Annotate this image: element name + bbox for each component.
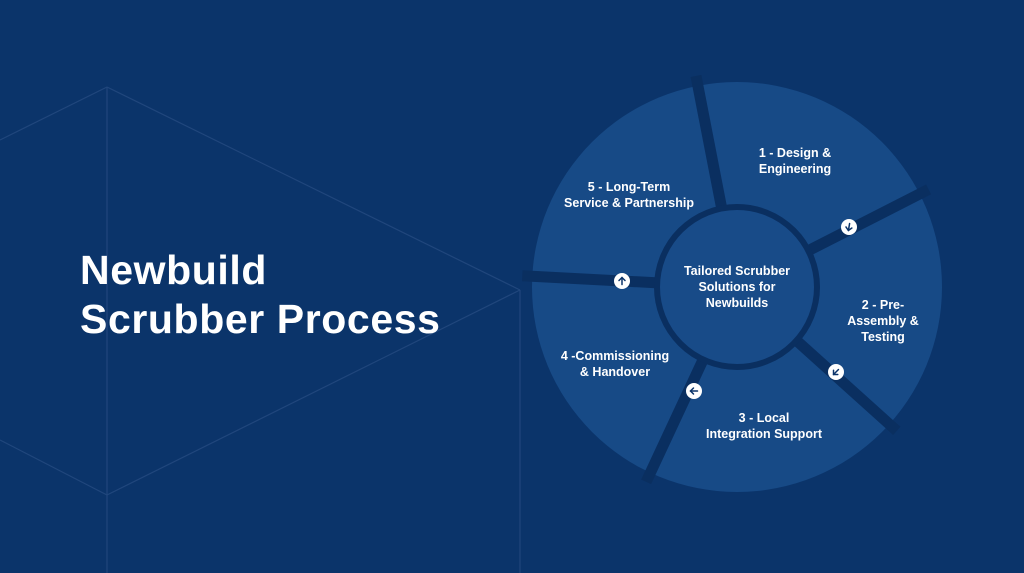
step-4-line: 4 -Commissioning: [560, 349, 670, 363]
center-circle: [654, 204, 820, 370]
title-line-2: Scrubber Process: [80, 296, 441, 342]
step-1-line: Engineering: [758, 162, 832, 176]
step-1-label: 1 - Design & Engineering: [759, 145, 831, 177]
segment-divider: [522, 270, 668, 289]
arrow-icon: [828, 364, 844, 380]
segment-divider: [690, 74, 730, 220]
step-1-line: 1 - Design &: [758, 146, 832, 160]
center-line: Tailored Scrubber: [683, 264, 791, 278]
page-title: Newbuild Scrubber Process: [80, 246, 441, 344]
step-5-line: Service & Partnership: [564, 196, 694, 210]
arrow-icon: [614, 273, 630, 289]
center-label: Tailored Scrubber Solutions for Newbuild…: [684, 263, 790, 311]
step-4-line: & Handover: [579, 365, 651, 379]
step-5-line: 5 - Long-Term: [587, 180, 671, 194]
step-3-label: 3 - Local Integration Support: [706, 410, 822, 442]
segment-divider: [796, 184, 932, 261]
step-3-line: Integration Support: [706, 427, 822, 441]
step-2-line: Testing: [861, 330, 905, 344]
step-4-label: 4 -Commissioning & Handover: [561, 348, 669, 380]
step-5-label: 5 - Long-Term Service & Partnership: [564, 179, 694, 211]
arrow-icon: [841, 219, 857, 235]
center-line: Newbuilds: [705, 296, 769, 310]
title-line-1: Newbuild: [80, 247, 268, 293]
step-2-label: 2 - Pre- Assembly & Testing: [847, 297, 919, 345]
segment-divider: [641, 348, 713, 485]
step-3-line: 3 - Local: [738, 411, 790, 425]
step-2-line: 2 - Pre-: [861, 298, 905, 312]
step-2-line: Assembly &: [847, 314, 919, 328]
center-line: Solutions for: [698, 280, 776, 294]
segment-divider: [785, 329, 901, 435]
arrow-icon: [686, 383, 702, 399]
